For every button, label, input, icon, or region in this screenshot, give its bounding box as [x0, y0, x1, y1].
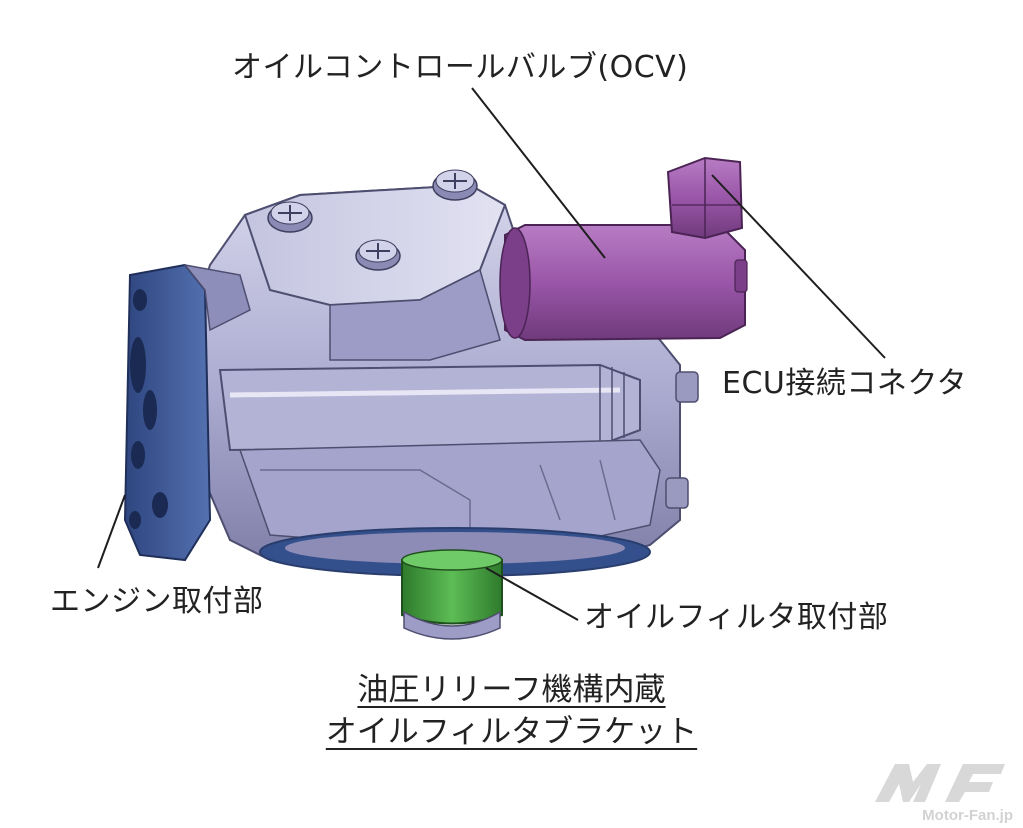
leader-line-ocv	[471, 87, 606, 259]
caption-line-1: 油圧リリーフ機構内蔵	[357, 672, 666, 708]
caption-line-2: オイルフィルタブラケット	[325, 714, 698, 750]
leader-lines	[97, 87, 886, 621]
label-ecu-connector: ECU接続コネクタ	[722, 366, 968, 401]
label-filter-mount: オイルフィルタ取付部	[584, 600, 889, 635]
motor-fan-logo	[875, 764, 1005, 802]
mounting-screws	[267, 169, 478, 271]
leader-line-engine	[97, 494, 126, 569]
ecu-connector	[666, 156, 744, 240]
leader-line-ecu	[711, 174, 886, 359]
engine-flange	[123, 263, 251, 562]
label-ocv: オイルコントロールバルブ(OCV)	[232, 50, 689, 85]
oil-filter-mount	[401, 549, 503, 640]
oil-control-valve	[499, 224, 748, 342]
watermark-text: Motor-Fan.jp	[922, 807, 1013, 824]
leader-line-filter	[485, 567, 579, 621]
label-engine-mount: エンジン取付部	[50, 584, 264, 619]
